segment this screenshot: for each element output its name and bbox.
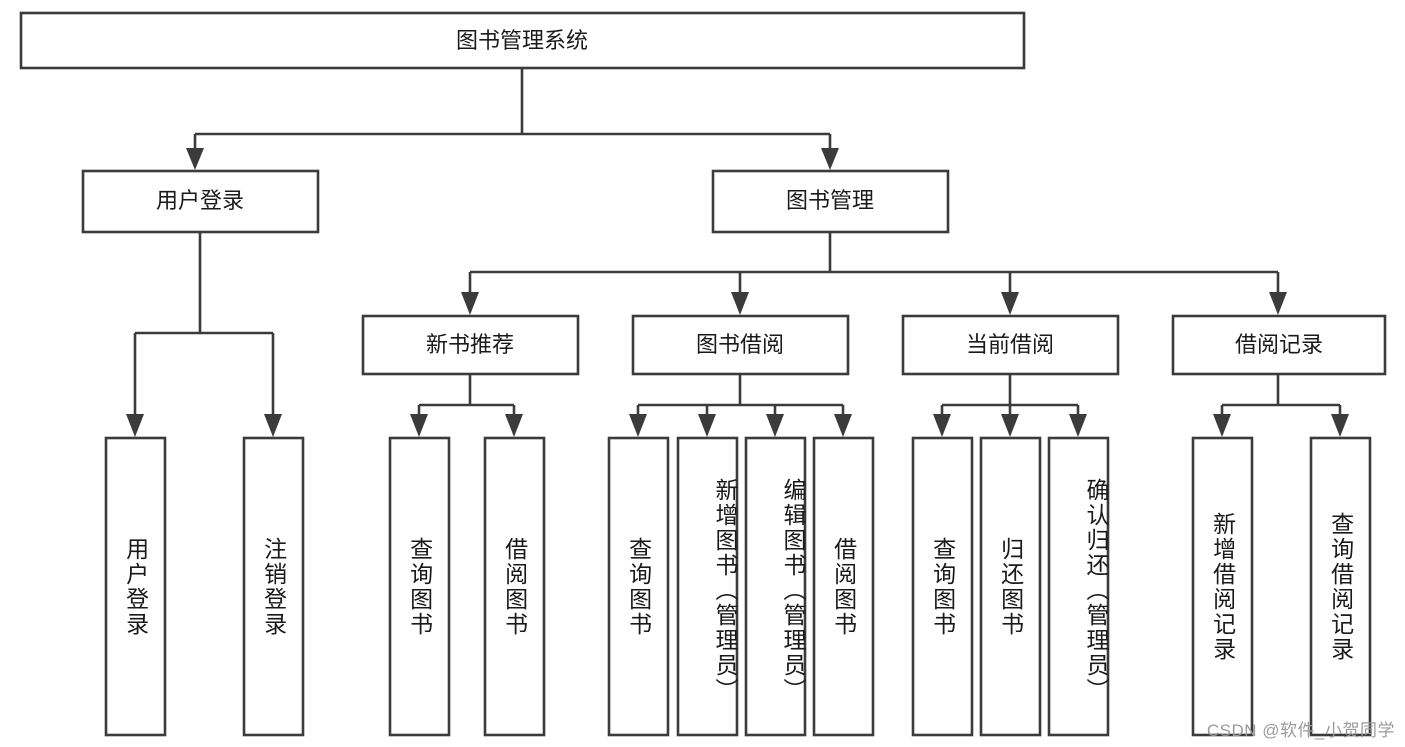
node-book-borrow-box[interactable] bbox=[631, 314, 850, 376]
connector-book-borrow-to-leaves bbox=[636, 375, 845, 424]
node-leaf-query-record-box[interactable] bbox=[1309, 436, 1372, 737]
node-book-borrow[interactable]: 图书借阅 bbox=[631, 314, 850, 376]
arrow-head-to-leaf-add-book bbox=[698, 414, 716, 437]
arrow-head-to-current-borrow bbox=[1001, 292, 1019, 315]
connector-new-book-recommend-to-leaves bbox=[417, 375, 516, 424]
arrow-head-to-leaf-user-login bbox=[126, 414, 144, 437]
node-borrow-record-label: 借阅记录 bbox=[1235, 332, 1323, 357]
connector-book-management-to-level3-bus bbox=[468, 232, 1280, 303]
arrow-head-to-leaf-add-record bbox=[1213, 414, 1231, 437]
node-leaf-confirm-return-box[interactable] bbox=[1047, 436, 1110, 737]
node-leaf-edit-book-box[interactable] bbox=[744, 436, 807, 737]
arrow-head-to-new-book-recommend bbox=[461, 292, 479, 315]
leaf-boxes-layer bbox=[104, 436, 1372, 737]
arrow-head-to-leaf-query-book-2 bbox=[629, 414, 647, 437]
node-leaf-add-record-box[interactable] bbox=[1191, 436, 1254, 737]
node-leaf-query-book-1-box[interactable] bbox=[388, 436, 451, 737]
node-borrow-record[interactable]: 借阅记录 bbox=[1171, 314, 1387, 376]
node-leaf-borrow-book-2-box[interactable] bbox=[812, 436, 875, 737]
arrow-head-to-leaf-borrow-book-2 bbox=[834, 414, 852, 437]
node-user-login-box[interactable] bbox=[81, 169, 320, 234]
arrow-head-to-borrow-record bbox=[1269, 292, 1287, 315]
arrow-head-to-leaf-edit-book bbox=[766, 414, 784, 437]
arrow-head-to-leaf-query-record bbox=[1331, 414, 1349, 437]
node-leaf-query-book-2-box[interactable] bbox=[607, 436, 670, 737]
node-leaf-query-book-3-box[interactable] bbox=[911, 436, 974, 737]
node-root-box[interactable] bbox=[19, 11, 1026, 70]
node-leaf-logout-login-box[interactable] bbox=[242, 436, 305, 737]
node-root[interactable]: 图书管理系统 bbox=[19, 11, 1026, 70]
node-current-borrow[interactable]: 当前借阅 bbox=[901, 314, 1120, 376]
arrow-head-to-leaf-confirm-return bbox=[1069, 414, 1087, 437]
node-root-label: 图书管理系统 bbox=[456, 28, 588, 53]
node-book-borrow-label: 图书借阅 bbox=[696, 332, 784, 357]
arrow-head-to-leaf-logout-login bbox=[264, 414, 282, 437]
connector-layer bbox=[126, 69, 1349, 437]
node-leaf-add-book-box[interactable] bbox=[676, 436, 739, 737]
arrow-head-to-leaf-borrow-book-1 bbox=[505, 414, 523, 437]
node-new-book-recommend[interactable]: 新书推荐 bbox=[361, 314, 580, 376]
arrow-head-to-user-login bbox=[186, 148, 204, 170]
node-current-borrow-box[interactable] bbox=[901, 314, 1120, 376]
connector-root-to-level2-bus bbox=[193, 69, 832, 158]
arrow-head-to-leaf-query-book-1 bbox=[410, 414, 428, 437]
csdn-watermark: CSDN @软件_小贺同学 bbox=[1206, 721, 1395, 740]
connector-borrow-record-to-leaves bbox=[1220, 375, 1342, 424]
node-book-management-label: 图书管理 bbox=[786, 188, 874, 213]
node-user-login[interactable]: 用户登录 bbox=[81, 169, 320, 234]
node-book-management-box[interactable] bbox=[711, 169, 950, 234]
arrow-head-to-book-borrow bbox=[731, 292, 749, 315]
arrow-head-to-book-management bbox=[821, 148, 839, 170]
node-new-book-recommend-label: 新书推荐 bbox=[426, 332, 514, 357]
arrow-head-to-leaf-return-book bbox=[1001, 414, 1019, 437]
connector-user-login-to-bus bbox=[133, 232, 275, 424]
arrow-head-to-leaf-query-book-3 bbox=[933, 414, 951, 437]
node-user-login-label: 用户登录 bbox=[156, 188, 244, 213]
node-leaf-return-book-box[interactable] bbox=[979, 436, 1042, 737]
node-leaf-user-login-box[interactable] bbox=[104, 436, 167, 737]
node-new-book-recommend-box[interactable] bbox=[361, 314, 580, 376]
node-current-borrow-label: 当前借阅 bbox=[966, 332, 1054, 357]
node-borrow-record-box[interactable] bbox=[1171, 314, 1387, 376]
node-book-management[interactable]: 图书管理 bbox=[711, 169, 950, 234]
node-leaf-borrow-book-1-box[interactable] bbox=[483, 436, 546, 737]
